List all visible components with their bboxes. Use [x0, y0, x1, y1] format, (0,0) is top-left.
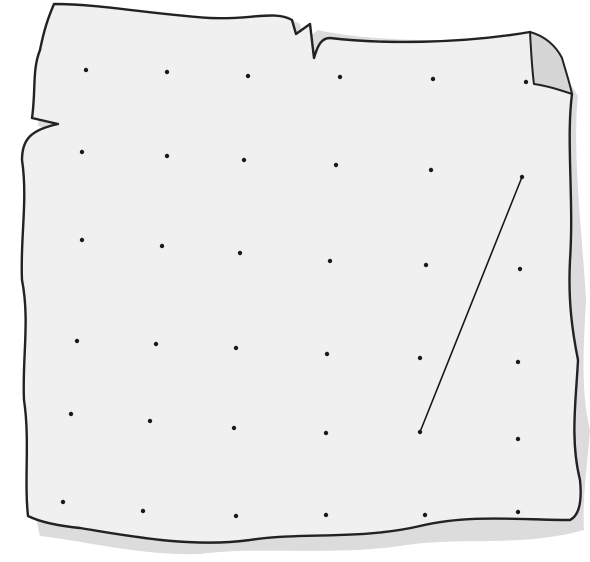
- grid-dot-r3-c6: [518, 267, 522, 271]
- grid-dot-r6-c6: [516, 510, 520, 514]
- grid-dot-r5-c4: [324, 431, 328, 435]
- grid-dot-r1-c4: [338, 75, 342, 79]
- grid-dot-r3-c1: [80, 238, 84, 242]
- grid-dot-r5-c3: [232, 426, 236, 430]
- grid-dot-r3-c5: [424, 263, 428, 267]
- grid-dot-r1-c5: [431, 77, 435, 81]
- grid-dot-r5-c6: [516, 437, 520, 441]
- grid-dot-r4-c3: [234, 346, 238, 350]
- grid-dot-r3-c3: [238, 251, 242, 255]
- grid-dot-r2-c2: [165, 154, 169, 158]
- grid-dot-r6-c2: [141, 509, 145, 513]
- grid-dot-r6-c1: [61, 500, 65, 504]
- grid-dot-r1-c6: [524, 80, 528, 84]
- grid-dot-r2-c5: [429, 168, 433, 172]
- folded-corner: [530, 32, 572, 94]
- grid-dot-r2-c4: [334, 163, 338, 167]
- grid-dot-r3-c4: [328, 259, 332, 263]
- grid-dot-r4-c1: [75, 339, 79, 343]
- grid-dot-r6-c5: [423, 513, 427, 517]
- torn-paper-sheet: [22, 4, 581, 543]
- grid-dot-r2-c1: [80, 150, 84, 154]
- grid-dot-r4-c2: [154, 342, 158, 346]
- grid-dot-r4-c4: [325, 352, 329, 356]
- grid-dot-r1-c2: [165, 70, 169, 74]
- grid-dot-r6-c4: [324, 513, 328, 517]
- grid-dot-r4-c6: [516, 360, 520, 364]
- grid-dot-r2-c3: [242, 158, 246, 162]
- grid-dot-r4-c5: [418, 356, 422, 360]
- grid-dot-r5-c1: [69, 412, 73, 416]
- grid-dot-r5-c2: [148, 419, 152, 423]
- grid-dot-r3-c2: [160, 244, 164, 248]
- grid-dot-r1-c3: [246, 74, 250, 78]
- grid-dot-r1-c1: [84, 68, 88, 72]
- grid-dot-r6-c3: [234, 514, 238, 518]
